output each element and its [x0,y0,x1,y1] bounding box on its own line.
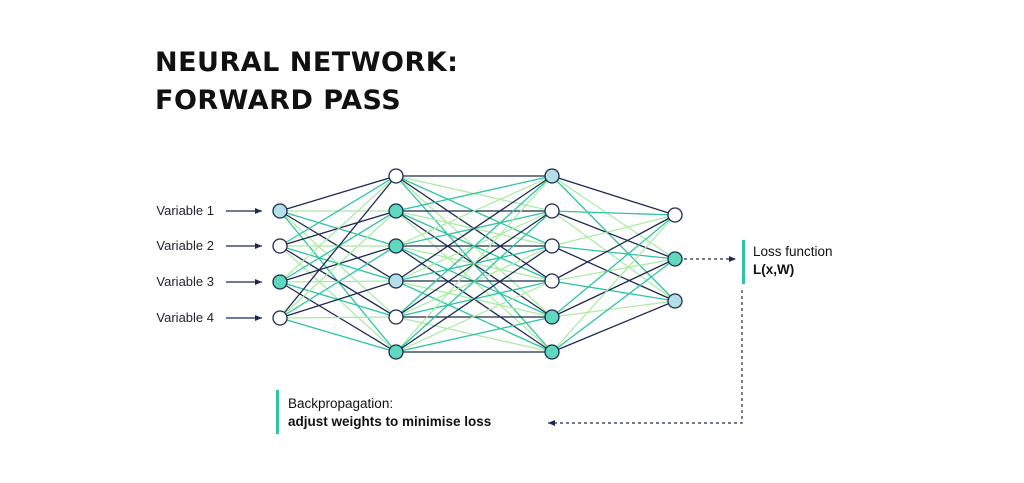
weight-edge [551,210,676,216]
input-node [272,238,288,254]
weight-edge [551,280,676,302]
output-node [667,293,683,309]
weight-edge [395,175,553,353]
input-variable-labels: Variable 1 Variable 2 Variable 3 Variable 4 [156,203,214,325]
input-node [272,274,288,290]
weight-edge [551,245,676,260]
weight-edge [395,316,553,353]
weight-edge [279,175,397,247]
hidden1-node [388,168,404,184]
hidden1-node [388,309,404,325]
loss-function-formula: L(x,W) [753,262,795,277]
weight-edge [395,175,553,212]
input-node [272,310,288,326]
weight-edge [551,210,676,260]
weight-edge [279,316,397,319]
weight-edge [551,214,676,247]
input-variable-label: Variable 1 [156,203,214,218]
weight-edge [279,175,397,283]
hidden2-node [544,238,560,254]
hidden1-node [388,238,404,254]
hidden1-node [388,203,404,219]
output-node [667,251,683,267]
hidden1-node [388,273,404,289]
loss-connectors [548,256,743,426]
title-line-1: NEURAL NETWORK: [155,47,459,78]
weight-edge [395,175,553,247]
input-arrows [226,208,262,321]
hidden2-node [544,273,560,289]
input-variable-label: Variable 2 [156,238,214,253]
weight-edge [551,175,676,302]
weight-edge [395,175,553,282]
hidden2-node [544,309,560,325]
hidden2-node [544,168,560,184]
weight-edge [395,175,553,318]
input-variable-label: Variable 3 [156,274,214,289]
loss-function-label: Loss function [753,244,833,259]
backpropagation-label: Backpropagation: [288,396,394,411]
page-title: NEURAL NETWORK: FORWARD PASS [155,44,458,120]
hidden2-node [544,344,560,360]
connection-weights [279,175,676,353]
weight-edge [551,214,676,353]
weight-edge [551,210,676,302]
weight-edge [395,210,553,353]
weight-edge [551,258,676,353]
weight-edge [395,280,553,353]
weight-edge [279,175,397,212]
weight-edge [279,210,397,319]
loss-function-block: Loss function L(x,W) [753,244,833,277]
weight-edge [551,258,676,318]
input-variable-label: Variable 4 [156,310,214,325]
title-line-2: FORWARD PASS [155,85,402,116]
weight-edge [551,258,676,282]
hidden2-node [544,203,560,219]
output-node [667,207,683,223]
weight-edge [551,175,676,216]
weight-edge [279,280,397,319]
loss-accent-bar [742,240,745,284]
weight-edge [279,317,397,353]
input-node [272,203,288,219]
weight-edge [551,175,676,260]
weight-edge [279,245,397,319]
weight-edge [551,214,676,282]
backpropagation-arrow [548,290,743,426]
weight-edge [551,245,676,302]
backpropagation-block: Backpropagation: adjust weights to minim… [288,396,491,429]
network-nodes [272,168,683,360]
weight-edge [551,300,676,353]
weight-edge [551,300,676,318]
weight-edge [279,175,397,319]
weight-edge [551,214,676,318]
backprop-accent-bar [276,390,279,434]
backpropagation-description: adjust weights to minimise loss [288,414,492,429]
weight-edge [395,245,553,353]
hidden1-node [388,344,404,360]
